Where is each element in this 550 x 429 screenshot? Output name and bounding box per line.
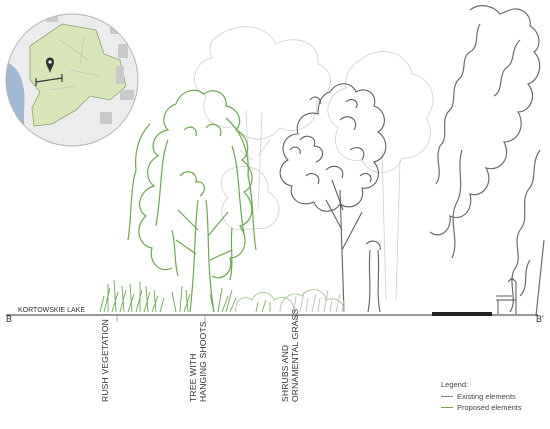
label-shrubs-ornamental-grass: SHRUBS AND ORNAMENTAL GRASS bbox=[280, 308, 300, 402]
legend-swatch-proposed bbox=[441, 407, 453, 408]
legend-item-proposed: Proposed elements bbox=[441, 403, 522, 412]
background-trees bbox=[194, 26, 434, 301]
location-pin-icon bbox=[46, 57, 54, 74]
legend-swatch-existing bbox=[441, 396, 453, 397]
rush-vegetation bbox=[99, 279, 237, 313]
label-leaders bbox=[116, 315, 297, 322]
bench-icon bbox=[496, 277, 517, 314]
shrubs-ornamental-grass bbox=[235, 289, 345, 313]
legend-title: Legend: bbox=[441, 380, 469, 389]
lake-label: KORTOWSKIE LAKE bbox=[18, 307, 85, 314]
label-tree-hanging-shoots: TREE WITH HANGING SHOOTS bbox=[188, 321, 208, 402]
pathway-bar bbox=[432, 312, 492, 316]
legend: Legend: Existing elements Proposed eleme… bbox=[441, 380, 522, 412]
proposed-hanging-tree bbox=[127, 89, 257, 313]
section-start-marker: B bbox=[6, 314, 12, 324]
label-rush-vegetation: RUSH VEGETATION bbox=[100, 319, 110, 402]
locator-map bbox=[5, 13, 139, 147]
existing-tall-tree bbox=[429, 5, 545, 317]
section-cut-line bbox=[35, 74, 63, 86]
existing-tree bbox=[279, 83, 387, 313]
legend-item-existing: Existing elements bbox=[441, 392, 522, 401]
section-end-marker: B' bbox=[536, 314, 544, 324]
